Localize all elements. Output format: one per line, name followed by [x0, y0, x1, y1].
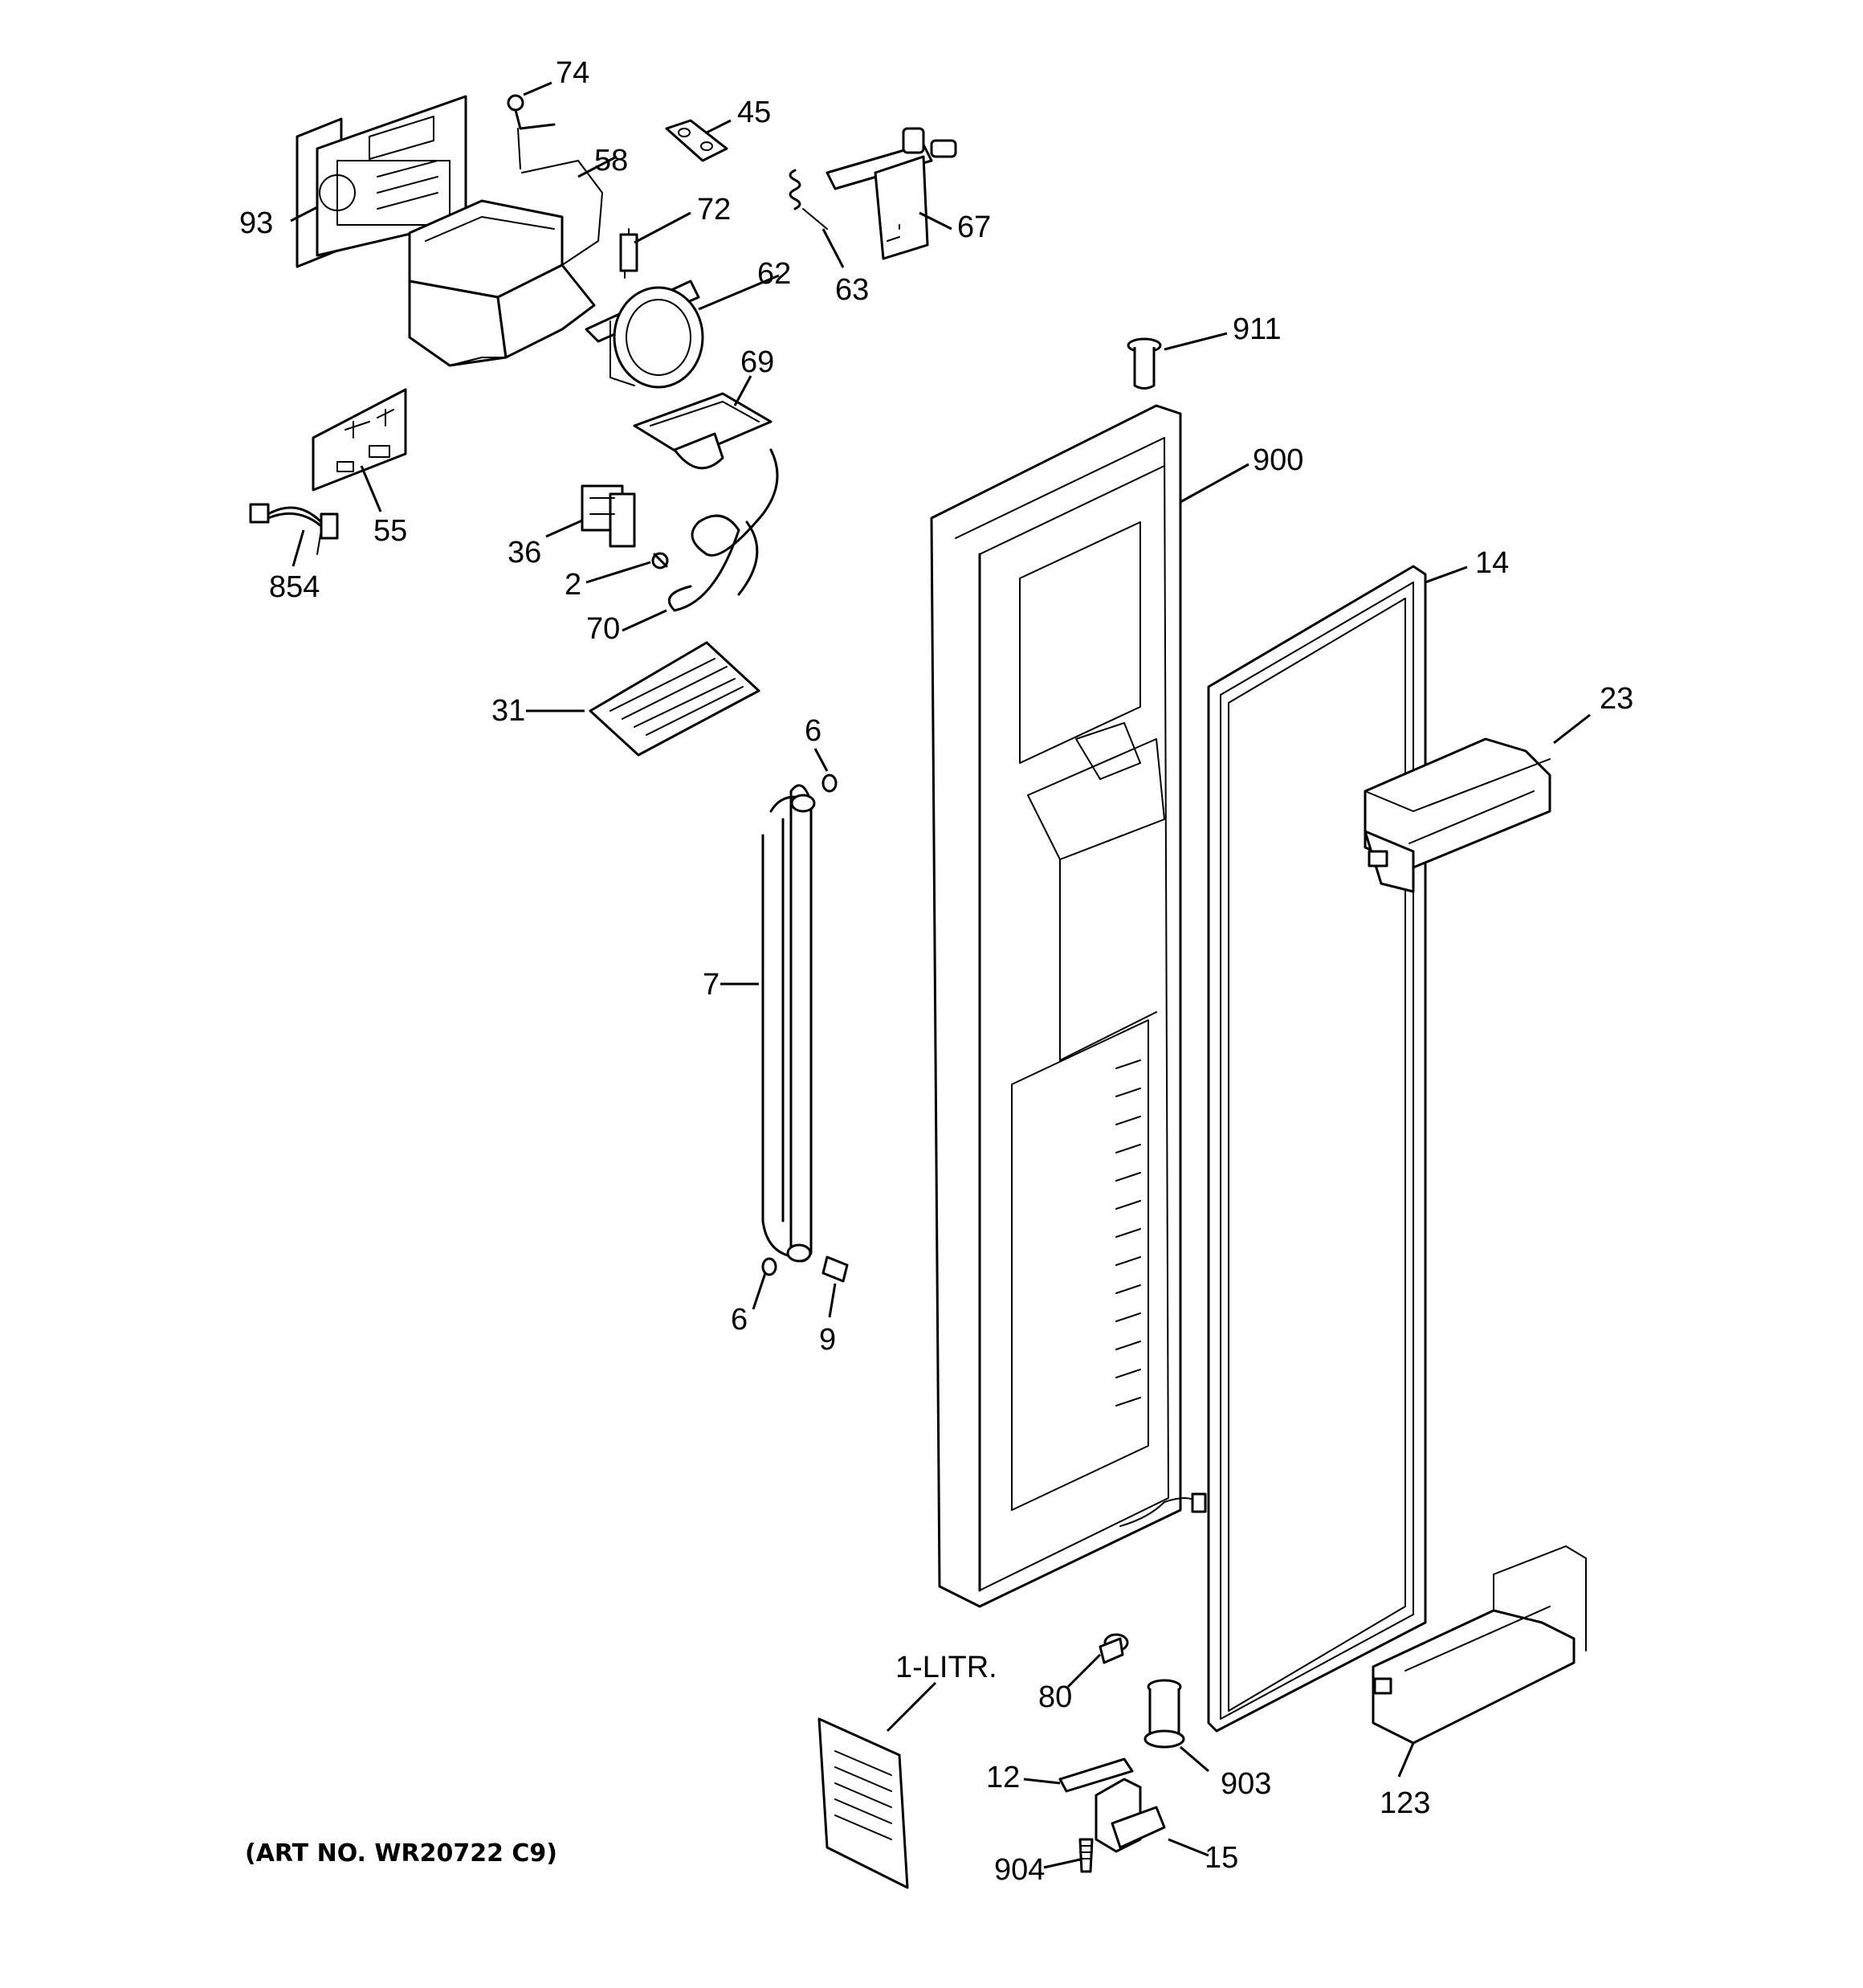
callout-31: 31 — [491, 694, 525, 728]
part-6-plug-lower — [761, 1257, 777, 1276]
part-80-plug — [1099, 1633, 1129, 1664]
leader-lines — [290, 81, 1591, 1869]
part-58-dispenser-housing — [408, 160, 603, 367]
part-911-hinge-bushing — [1127, 337, 1162, 390]
part-31-drip-grille — [589, 641, 760, 757]
part-9-screw — [821, 1255, 849, 1283]
part-900-door-assembly — [930, 404, 1207, 1608]
part-72-switch — [619, 228, 638, 279]
callout-58: 58 — [594, 144, 628, 178]
art-number: (ART NO. WR20722 C9) — [245, 1839, 557, 1868]
callout-69: 69 — [740, 345, 774, 379]
part-123-door-bin-lower — [1372, 1545, 1587, 1745]
callout-45: 45 — [737, 96, 771, 129]
callout-55: 55 — [373, 514, 407, 548]
part-55-circuit-board — [312, 388, 407, 492]
part-45-bracket — [665, 119, 728, 162]
part-70-wire — [667, 448, 779, 612]
part-63-spring — [789, 169, 828, 230]
part-854-wire-harness — [249, 503, 339, 555]
callout-854: 854 — [269, 570, 320, 604]
callout-63: 63 — [835, 273, 869, 307]
callout-93: 93 — [239, 206, 273, 240]
callout-72: 72 — [697, 193, 731, 227]
callout-9: 9 — [819, 1323, 836, 1357]
callout-6-upper: 6 — [805, 714, 821, 748]
callout-labels: 74 45 93 58 72 67 63 62 911 69 900 55 36… — [239, 56, 1633, 1887]
callout-2: 2 — [565, 568, 581, 602]
callout-62: 62 — [757, 257, 791, 291]
part-23-door-bin-upper — [1364, 737, 1551, 893]
part-903-hinge-pin — [1143, 1679, 1185, 1749]
callout-15: 15 — [1205, 1841, 1238, 1875]
callout-70: 70 — [586, 612, 620, 646]
part-74-spring — [507, 94, 556, 169]
callout-67: 67 — [957, 210, 991, 244]
callout-80: 80 — [1038, 1680, 1072, 1714]
callout-904: 904 — [994, 1853, 1045, 1887]
callout-7: 7 — [703, 968, 720, 1002]
callout-6-lower: 6 — [731, 1303, 748, 1337]
callout-36: 36 — [508, 536, 541, 569]
callout-14: 14 — [1475, 546, 1509, 580]
door-shelf-clips — [1115, 1059, 1141, 1406]
part-15-hinge-bracket — [1095, 1778, 1166, 1853]
part-69-chute-door — [633, 392, 773, 470]
callout-903: 903 — [1221, 1767, 1271, 1801]
callout-123: 123 — [1380, 1786, 1430, 1820]
part-14-door-gasket — [1207, 565, 1427, 1733]
part-36-solenoid — [581, 484, 636, 548]
callout-911: 911 — [1233, 312, 1282, 346]
callout-23: 23 — [1600, 682, 1633, 716]
part-67-actuator — [826, 127, 957, 260]
part-12-plate — [1058, 1757, 1134, 1793]
part-1-litr-literature — [817, 1717, 909, 1889]
callout-1-litr: 1-LITR. — [895, 1651, 997, 1684]
part-6-plug-upper — [821, 774, 838, 793]
part-93-control-panel — [296, 95, 467, 268]
part-904-screw — [1078, 1838, 1094, 1873]
part-7-door-handle — [761, 784, 816, 1263]
callout-900: 900 — [1253, 443, 1303, 477]
callout-74: 74 — [556, 56, 589, 90]
part-62-ice-chute-ring — [585, 280, 704, 389]
callout-12: 12 — [986, 1761, 1020, 1794]
part-2-screw — [651, 552, 669, 569]
